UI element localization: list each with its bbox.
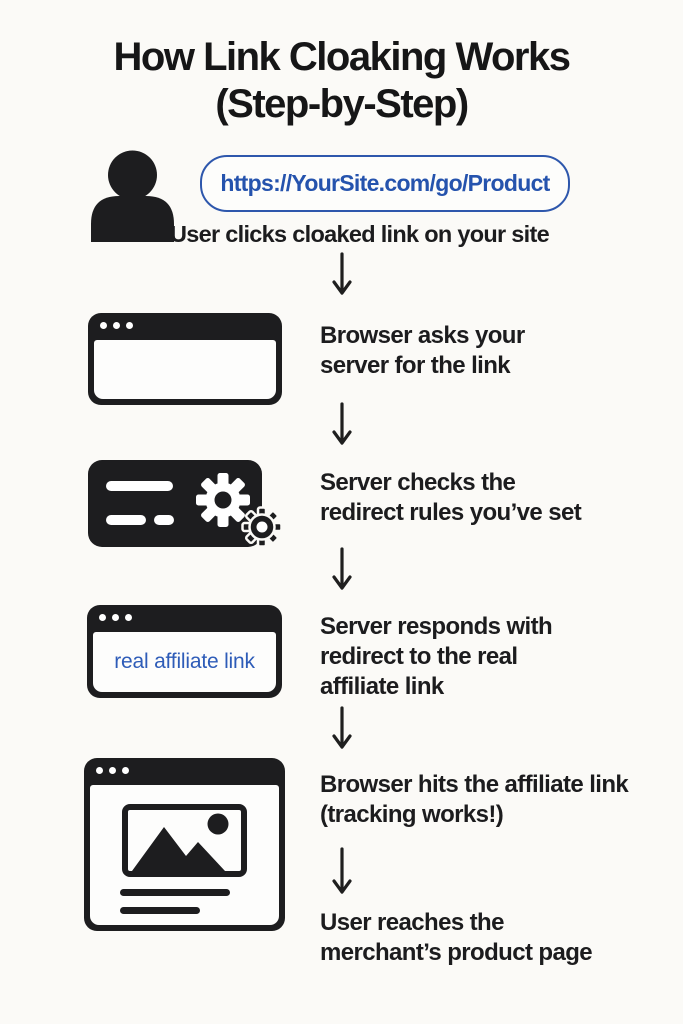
browser-window-icon [88,313,282,405]
step2-text: Browser asks your server for the link [320,322,525,379]
down-arrow-icon [332,847,352,894]
browser-affiliate-link-icon: real affiliate link [87,605,282,698]
server-redirect-rules-icon [88,460,283,548]
step1-caption: User clicks cloaked link on your site [170,221,550,247]
affiliate-link-label: real affiliate link [114,650,255,673]
step3-text: Server checks the redirect rules you’ve … [320,469,582,526]
gear-icon [196,473,283,548]
down-arrow-icon [332,402,352,445]
down-arrow-icon [332,547,352,590]
window-dots-icon [99,614,132,621]
merchant-product-page-icon [84,758,285,931]
text-line-bar [120,907,200,914]
window-dots-icon [96,767,129,774]
window-dots-icon [100,322,133,329]
cloaked-url-text: https://YourSite.com/go/Product [220,170,550,196]
page-title: How Link Cloaking Works (Step-by-Step) [113,35,571,126]
step5-text: Browser hits the affiliate link (trackin… [320,771,629,828]
final-step-text: User reaches the merchant’s product page [320,909,593,966]
step4-text: Server responds with redirect to the rea… [320,613,553,700]
cloaked-url-pill: https://YourSite.com/go/Product [200,155,570,212]
down-arrow-icon [332,252,352,295]
image-placeholder-icon [122,804,247,877]
text-line-bar [120,889,230,896]
user-icon [91,150,174,242]
down-arrow-icon [332,706,352,749]
